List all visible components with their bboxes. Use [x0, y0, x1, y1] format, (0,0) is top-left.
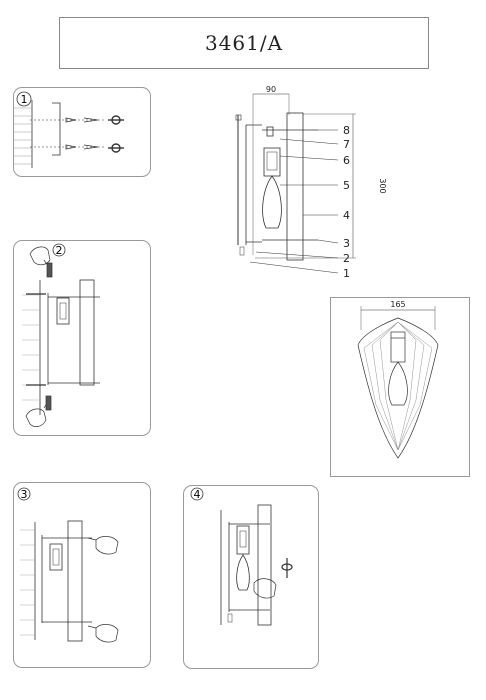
hand-icon	[25, 395, 52, 427]
page-title: 3461/A	[204, 31, 284, 55]
step-4-badge	[190, 487, 204, 501]
front-view-panel	[330, 297, 470, 477]
part-label-8: 8	[343, 124, 350, 137]
hand-icon	[253, 578, 277, 599]
socket	[49, 543, 63, 571]
part-label-3: 3	[343, 237, 350, 250]
step-4-number: 4	[194, 488, 201, 501]
part-label-1: 1	[343, 267, 350, 280]
dimension-90: 90	[266, 85, 276, 94]
screw-icon	[65, 117, 99, 150]
screwdriver-icon	[108, 115, 124, 153]
socket	[56, 297, 70, 325]
step-2-number: 2	[56, 244, 63, 257]
step-4-panel	[183, 485, 319, 669]
glass-shade	[79, 279, 95, 386]
title-box: 3461/A	[59, 17, 429, 69]
dimension-165: 165	[390, 300, 405, 309]
dimension-300: 300	[378, 178, 387, 193]
hand-icon	[87, 536, 119, 555]
step-1-drawing	[14, 91, 124, 168]
step-1-badge	[16, 91, 32, 107]
rotate-icon	[281, 558, 293, 578]
hand-icon	[87, 624, 119, 643]
step-1-number: 1	[21, 93, 28, 106]
glass-shade	[257, 504, 272, 626]
hand-icon	[29, 246, 53, 278]
part-label-5: 5	[343, 179, 350, 192]
side-view-drawing	[235, 93, 356, 274]
step-3-badge	[17, 487, 31, 501]
socket	[236, 525, 250, 555]
front-socket	[390, 331, 406, 363]
step-2-panel	[13, 240, 151, 436]
glass-shade	[286, 112, 304, 261]
step-1-panel	[13, 87, 151, 177]
mounting-bracket	[52, 102, 61, 156]
glass-shade	[67, 520, 83, 642]
bulb-icon	[236, 554, 250, 591]
bulb	[262, 175, 282, 229]
shade-outline	[357, 317, 439, 459]
part-label-4: 4	[343, 209, 350, 222]
part-label-2: 2	[343, 252, 350, 265]
front-bulb	[388, 361, 408, 406]
step-3-panel	[13, 482, 151, 668]
step-3-number: 3	[21, 488, 28, 501]
step-2-badge	[52, 243, 66, 257]
part-label-6: 6	[343, 154, 350, 167]
front-view-drawing	[357, 306, 439, 459]
step-4-drawing	[190, 487, 293, 626]
part-label-7: 7	[343, 138, 350, 151]
step-3-drawing	[17, 487, 119, 643]
step-2-drawing	[22, 243, 100, 427]
